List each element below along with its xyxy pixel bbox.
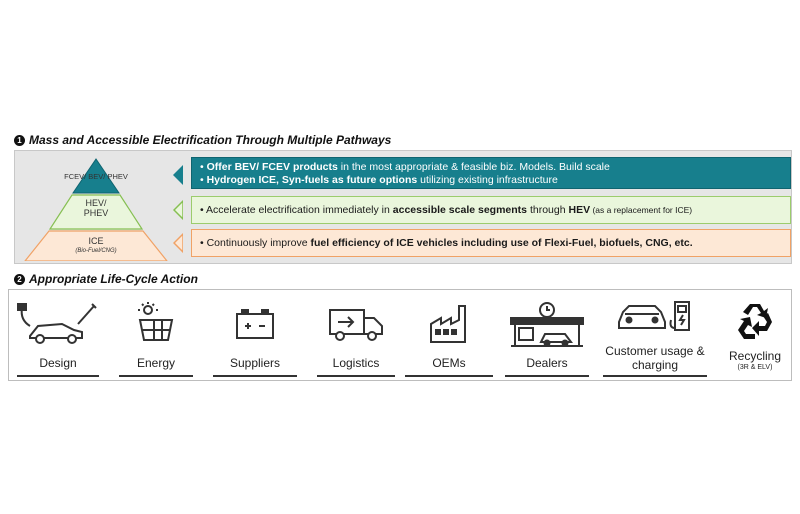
stage-design: Design (13, 290, 103, 382)
section1-heading: 1 Mass and Accessible Electrification Thr… (14, 133, 391, 147)
pyramid-middle-tier (48, 194, 144, 230)
stage-label-sub: (3R & ELV) (737, 364, 773, 371)
factory-icon (430, 305, 466, 343)
recycle-icon (738, 304, 772, 339)
stage-underline (17, 375, 99, 377)
pyramid-bottom-tier (24, 230, 168, 261)
stage-energy: Energy (115, 290, 197, 382)
stage-label: OEMs (432, 356, 466, 370)
pyramid-middle-line1: HEV/ (85, 198, 107, 208)
stage-underline (603, 375, 707, 377)
chevron-left-icon (173, 165, 183, 185)
stage-label-main: Recycling (728, 349, 782, 363)
bar1-line2-rest: utilizing existing infrastructure (417, 174, 558, 186)
dealership-icon (510, 302, 584, 347)
stage-underline (317, 375, 395, 377)
stage-oems: OEMs (401, 290, 497, 382)
stage-dealers: Dealers (501, 290, 593, 382)
section2-title: Appropriate Life-Cycle Action (29, 272, 198, 286)
bar2-text-a: Accelerate electrification immediately i… (206, 204, 393, 216)
stage-underline (213, 375, 297, 377)
stage-logistics: Logistics (313, 290, 399, 382)
bar3-text-a: Continuously improve (206, 237, 311, 249)
bar2-small: (as a replacement for ICE) (590, 205, 693, 215)
ev-charging-icon (618, 301, 690, 331)
pathway-bar-ice: • Continuously improve fuel efficiency o… (191, 229, 791, 257)
stage-label: Energy (136, 356, 176, 370)
pyramid-middle-line2: PHEV (83, 208, 109, 218)
pyramid-bottom-main: ICE (88, 236, 104, 246)
stage-customer-usage: Customer usage & charging (599, 290, 711, 382)
bar1-line2: • Hydrogen ICE, Syn-fuels as future opti… (200, 174, 558, 186)
bar2-bold2: HEV (568, 204, 591, 216)
section2-number: 2 (14, 274, 25, 285)
bar2-text-b: through (527, 204, 569, 216)
pyramid-middle-label: HEV/ PHEV (21, 198, 171, 218)
pathways-panel: FCEV/ BEV/ PHEV HEV/ PHEV ICE (Bio-Fuel/… (14, 150, 792, 264)
bar1-line1-bold: Offer BEV/ FCEV products (206, 161, 338, 173)
pathway-pyramid (24, 158, 168, 261)
stage-label: Logistics (332, 356, 380, 370)
stage-label: Suppliers (229, 356, 281, 370)
section1-number: 1 (14, 135, 25, 146)
chevron-left-icon (173, 233, 183, 253)
section2-heading: 2 Appropriate Life-Cycle Action (14, 272, 198, 286)
stage-label: Design (39, 356, 77, 370)
stage-label: Recycling (3R & ELV) (717, 349, 793, 372)
section1-title: Mass and Accessible Electrification Thro… (29, 133, 392, 147)
lifecycle-panel: Design Energy Suppliers Logistics (8, 289, 792, 381)
pyramid-top-tier (72, 158, 120, 194)
stage-suppliers: Suppliers (209, 290, 301, 382)
pathway-bar-hev: • Accelerate electrification immediately… (191, 196, 791, 224)
stage-underline (119, 375, 193, 377)
battery-icon (236, 309, 274, 339)
truck-icon (329, 309, 383, 341)
chevron-left-icon (173, 200, 183, 220)
stage-underline (405, 375, 493, 377)
bar1-line2-bold: Hydrogen ICE, Syn-fuels as future option… (206, 174, 418, 186)
bar1-line1-rest: in the most appropriate & feasible biz. … (337, 161, 610, 173)
solar-panel-icon (138, 302, 174, 341)
stage-recycling: Recycling (3R & ELV) (717, 290, 793, 382)
pyramid-bottom-label: ICE (Bio-Fuel/CNG) (21, 236, 171, 256)
bar1-line1: • Offer BEV/ FCEV products in the most a… (200, 161, 610, 173)
pyramid-bottom-sub: (Bio-Fuel/CNG) (75, 248, 117, 254)
pyramid-top-label: FCEV/ BEV/ PHEV (64, 172, 128, 181)
bar2-bold1: accessible scale segments (392, 204, 528, 216)
pathway-bar-future: • Offer BEV/ FCEV products in the most a… (191, 157, 791, 189)
bar3-bold: fuel efficiency of ICE vehicles includin… (310, 237, 693, 249)
car-design-icon (17, 303, 97, 344)
stage-underline (505, 375, 589, 377)
stage-label: Customer usage & charging (605, 344, 705, 372)
stage-label: Dealers (526, 356, 568, 370)
